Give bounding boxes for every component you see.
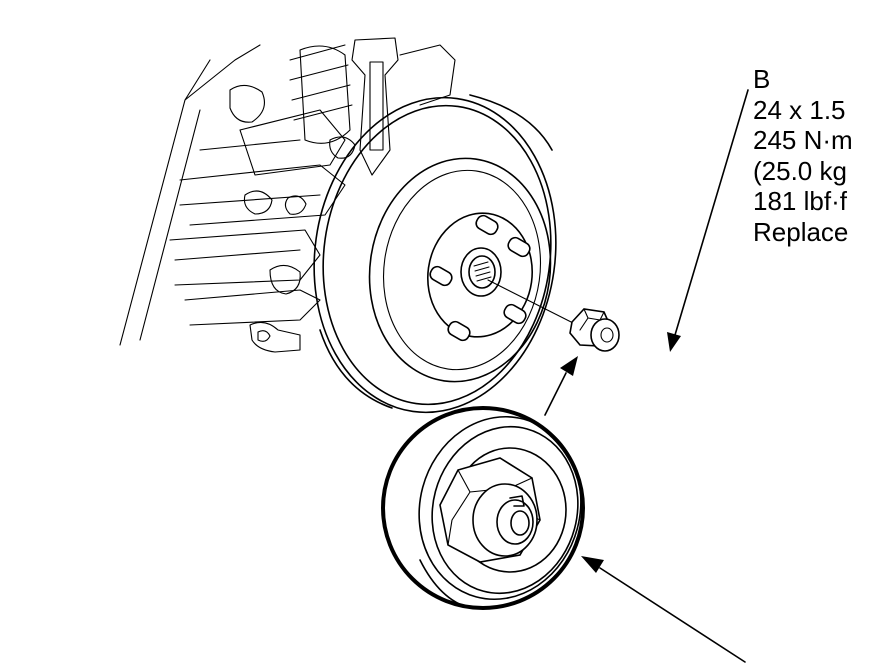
axis-line — [487, 279, 584, 329]
wheel-stud — [447, 320, 471, 342]
callout-line-torque-lbfft: 181 lbf·f — [753, 186, 847, 216]
spindle-nut-detail — [439, 457, 541, 563]
wheel-stud — [429, 265, 453, 287]
torque-callout: B 24 x 1.5 245 N·m (25.0 kg 181 lbf·f Re… — [753, 64, 853, 247]
callout-leader-arrow — [667, 89, 749, 352]
wheel-stud — [507, 236, 531, 258]
wheel-stud — [503, 303, 527, 325]
wheel-stud — [475, 214, 499, 236]
detail-arrow — [544, 356, 578, 416]
spindle-nut — [569, 308, 620, 352]
callout-line-torque-kgfm: (25.0 kg — [753, 155, 847, 186]
suspension-assembly — [119, 37, 456, 353]
callout-line-thread-size: 24 x 1.5 — [753, 94, 846, 125]
wheel-hub — [426, 212, 534, 342]
spindle-thread — [473, 261, 492, 282]
callout-line-torque-nm: 245 N·m — [753, 125, 853, 155]
brake-disc — [313, 94, 557, 414]
callout-line-replace: Replace — [753, 216, 849, 247]
detail-circle — [381, 406, 585, 610]
callout-label: B — [753, 64, 771, 94]
detail-leader-arrow — [581, 556, 746, 663]
